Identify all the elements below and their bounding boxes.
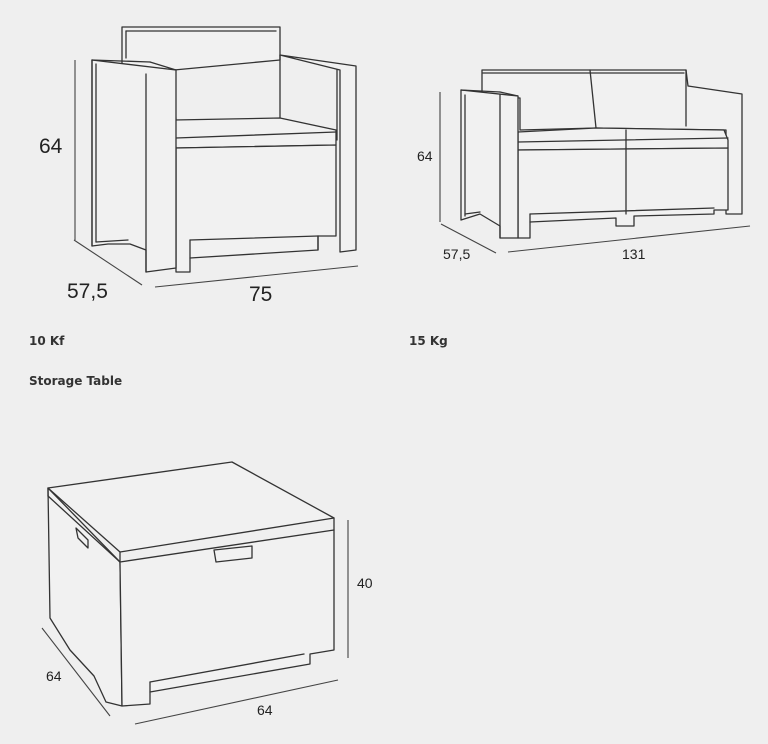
sofa-depth-label: 57,5: [443, 246, 471, 262]
armchair-weight: 10 Kf: [29, 334, 65, 348]
storage-table-title: Storage Table: [29, 374, 123, 388]
storage-table-width-label: 64: [257, 702, 273, 718]
sofa-weight: 15 Kg: [409, 334, 448, 348]
sofa-height-label: 64: [417, 148, 433, 164]
storage-table-height-label: 40: [357, 575, 373, 591]
armchair-height-label: 64: [39, 135, 63, 158]
sofa-width-label: 131: [622, 246, 646, 262]
armchair-depth-label: 57,5: [67, 280, 108, 303]
storage-table-depth-label: 64: [46, 668, 62, 684]
armchair-width-label: 75: [249, 283, 273, 306]
